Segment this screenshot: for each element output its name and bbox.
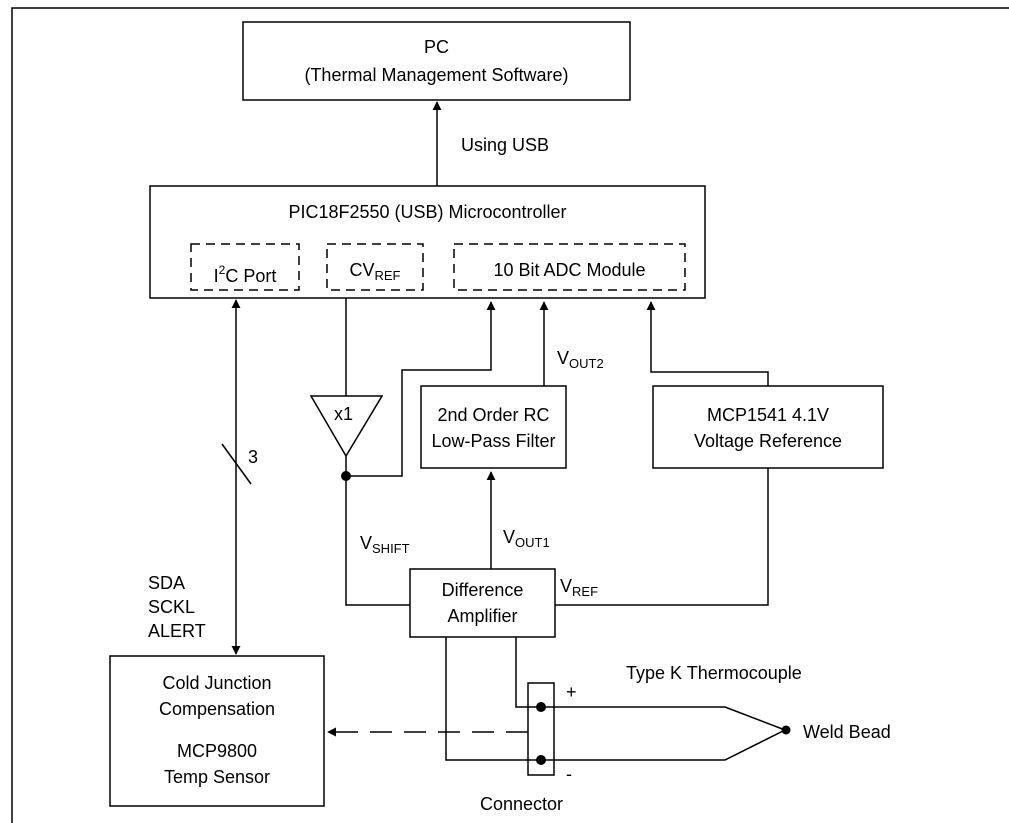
minus-terminal-label: - <box>566 764 572 784</box>
cjc-line1: Cold Junction <box>162 673 272 693</box>
mcu-title: PIC18F2550 (USB) Microcontroller <box>288 202 567 222</box>
cjc-line3: MCP9800 <box>176 741 258 761</box>
vref-block-box <box>652 385 884 469</box>
thermocouple-plus-lead <box>541 706 786 731</box>
filter-line2: Low-Pass Filter <box>431 431 556 451</box>
pc-box <box>242 21 631 101</box>
cvref-label: CVREF <box>349 260 401 283</box>
i2c-port-label: I2C Port <box>213 263 277 286</box>
bus-slash <box>221 443 252 485</box>
connector-label: Connector <box>480 794 564 814</box>
vout2-label: VOUT2 <box>557 348 604 371</box>
connector-box <box>527 682 555 776</box>
diffamp-box <box>409 568 556 638</box>
vshift-to-adc-wire <box>346 301 496 477</box>
thermocouple-title: Type K Thermocouple <box>626 663 802 683</box>
vref-block-line1: MCP1541 4.1V <box>706 405 830 425</box>
figure-border <box>11 7 1009 823</box>
pc-subtitle: (Thermal Management Software) <box>304 65 569 85</box>
buffer-label: x1 <box>334 404 354 424</box>
mcu-box <box>149 185 706 299</box>
vref-to-adc-wire <box>646 301 769 386</box>
vref-label: VREF <box>560 576 599 599</box>
weld-bead-dot <box>781 725 791 735</box>
bus-line-sckl: SCKL <box>148 597 196 617</box>
thermocouple-minus-lead <box>541 729 786 761</box>
pc-title: PC <box>423 37 449 57</box>
bus-line-alert: ALERT <box>148 621 206 641</box>
filter-line1: 2nd Order RC <box>437 405 550 425</box>
usb-link-label: Using USB <box>461 135 550 155</box>
diffamp-minus-wire <box>445 637 541 761</box>
cvref-box <box>326 243 424 291</box>
i2c-port-box <box>190 243 300 291</box>
vout1-label: VOUT1 <box>503 527 550 550</box>
vref-block-line2: Voltage Reference <box>693 431 843 451</box>
diffamp-line1: Difference <box>441 580 524 600</box>
cjc-line2: Compensation <box>158 699 276 719</box>
cjc-line4: Temp Sensor <box>163 767 271 787</box>
bus-line-sda: SDA <box>148 573 186 593</box>
adc-module-box <box>453 243 686 291</box>
vshift-to-diffamp-wire <box>345 476 410 606</box>
plus-terminal-label: + <box>566 682 577 702</box>
bus-count-label: 3 <box>248 447 259 467</box>
diffamp-plus-wire <box>515 637 541 708</box>
cjc-box <box>109 655 325 807</box>
vshift-junction-dot <box>341 471 351 481</box>
adc-module-label: 10 Bit ADC Module <box>493 260 646 280</box>
vshift-label: VSHIFT <box>360 533 410 556</box>
vref-to-diffamp-wire <box>555 468 769 606</box>
weld-bead-label: Weld Bead <box>803 722 891 742</box>
diffamp-line2: Amplifier <box>447 606 518 626</box>
filter-box <box>420 385 567 469</box>
